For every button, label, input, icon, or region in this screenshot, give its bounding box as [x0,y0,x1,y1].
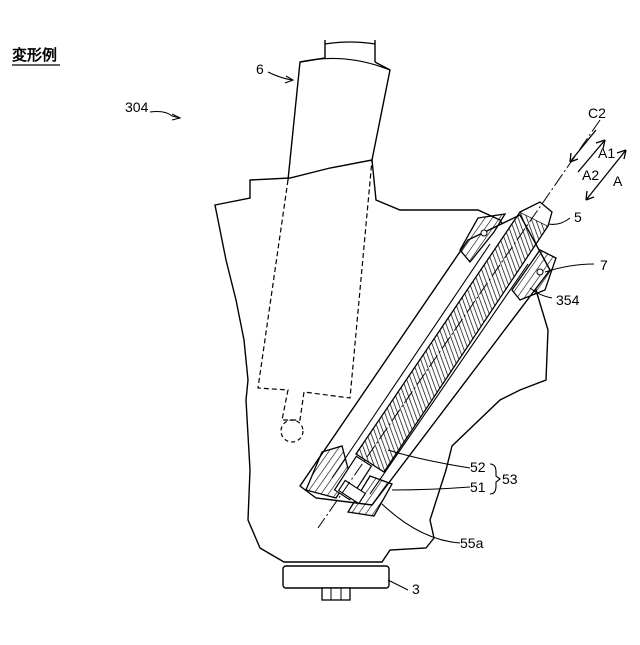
label-7: 7 [600,257,608,273]
label-55a: 55a [460,535,484,551]
label-354: 354 [556,292,580,308]
label-51: 51 [470,479,486,495]
handle-outline [288,58,390,180]
figure-title: 変形例 [12,46,57,64]
handle-hidden-hole [281,420,303,442]
label-6: 6 [256,61,264,77]
handle-hidden-outline [258,160,372,420]
label-3: 3 [412,581,420,597]
label-5: 5 [574,209,582,225]
label-304: 304 [125,99,149,115]
seal-ring-right [537,269,543,275]
label-c2: C2 [588,105,606,121]
threaded-shaft [356,212,548,472]
label-52: 52 [470,459,486,475]
label-a1: A1 [598,145,615,161]
seal-ring-left [481,230,487,236]
label-a2: A2 [582,167,599,183]
direction-arrows [570,130,626,200]
handle-top-edge [300,58,390,70]
bracket-53 [490,464,500,494]
axis-c2-line [318,120,600,528]
base-plate [283,566,389,588]
label-53: 53 [502,471,518,487]
label-a: A [613,173,623,189]
handle-top-break [325,42,375,44]
base-bolt [322,588,350,600]
